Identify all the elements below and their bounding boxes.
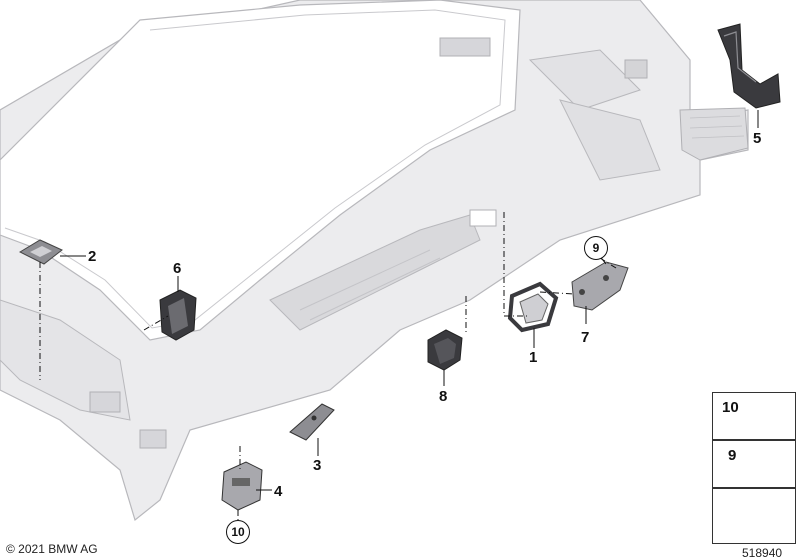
part-8-handle	[427, 329, 463, 371]
part-7-bracket	[571, 261, 629, 311]
part-6-grab-handle	[159, 289, 197, 341]
diagram-number: 518940	[742, 546, 783, 560]
callout-6: 6	[173, 260, 182, 277]
legend-cell-nut	[712, 440, 796, 488]
headliner-channel	[269, 214, 481, 331]
part-5-bracket	[717, 23, 781, 109]
callout-9-circled: 9	[584, 236, 608, 260]
callout-7: 7	[581, 329, 590, 346]
part-3-bracket	[289, 403, 335, 441]
callout-8: 8	[439, 388, 448, 405]
callout-10-circled: 10	[226, 520, 250, 544]
callout-2: 2	[88, 248, 97, 265]
legend-label-10: 10	[722, 399, 739, 416]
legend-cell-screw	[712, 392, 796, 440]
assembly-lines	[39, 212, 617, 522]
part-1-frame	[507, 281, 559, 333]
leader-lines	[60, 110, 759, 491]
callout-4: 4	[274, 483, 283, 500]
legend-cell-arrow	[712, 488, 796, 544]
part-2-clip	[18, 239, 63, 265]
callout-5: 5	[753, 130, 762, 147]
callout-1: 1	[529, 349, 538, 366]
sunroof-opening	[0, 0, 521, 341]
part-4-hinge	[221, 461, 263, 511]
legend-label-9: 9	[728, 447, 737, 464]
callout-3: 3	[313, 457, 322, 474]
copyright-text: © 2021 BMW AG	[6, 542, 98, 556]
